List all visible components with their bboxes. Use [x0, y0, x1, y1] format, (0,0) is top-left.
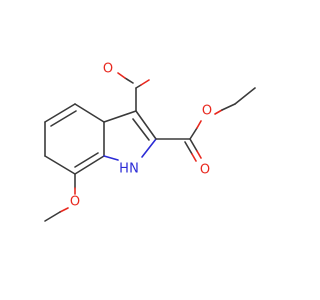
bond — [50, 110, 77, 127]
bond — [184, 141, 193, 155]
methoxy-group — [44, 173, 76, 222]
hydrogen-label: H — [119, 162, 129, 177]
bond — [189, 127, 198, 140]
bond — [221, 103, 236, 111]
pyrrole-ring — [103, 110, 157, 161]
oxygen-label: O — [200, 163, 210, 178]
bond — [44, 211, 61, 222]
bond — [44, 103, 76, 123]
benzene-ring — [44, 103, 105, 175]
bond — [59, 207, 69, 213]
bond — [135, 110, 157, 140]
nitrogen-label: N — [129, 162, 139, 177]
molecule-structure: O O O O N H — [44, 62, 256, 222]
oxygen-label: O — [70, 195, 80, 210]
bond — [191, 153, 197, 162]
bond — [44, 155, 76, 175]
bond — [132, 118, 150, 141]
bond — [214, 109, 223, 115]
oxygen-label: O — [202, 104, 212, 119]
bond — [117, 72, 126, 79]
bond — [74, 155, 105, 175]
bond — [234, 87, 256, 105]
bond — [74, 103, 105, 123]
bond — [103, 110, 137, 123]
bond — [141, 138, 157, 158]
bond — [74, 152, 99, 168]
bond — [135, 84, 142, 89]
bond — [189, 138, 198, 152]
bond — [196, 120, 202, 129]
bond — [196, 150, 202, 159]
ester-group — [155, 87, 256, 162]
oxygen-label: O — [103, 62, 113, 77]
aldehyde-group — [117, 72, 150, 112]
bond — [140, 79, 150, 86]
bond — [124, 77, 134, 84]
bond — [103, 155, 119, 161]
